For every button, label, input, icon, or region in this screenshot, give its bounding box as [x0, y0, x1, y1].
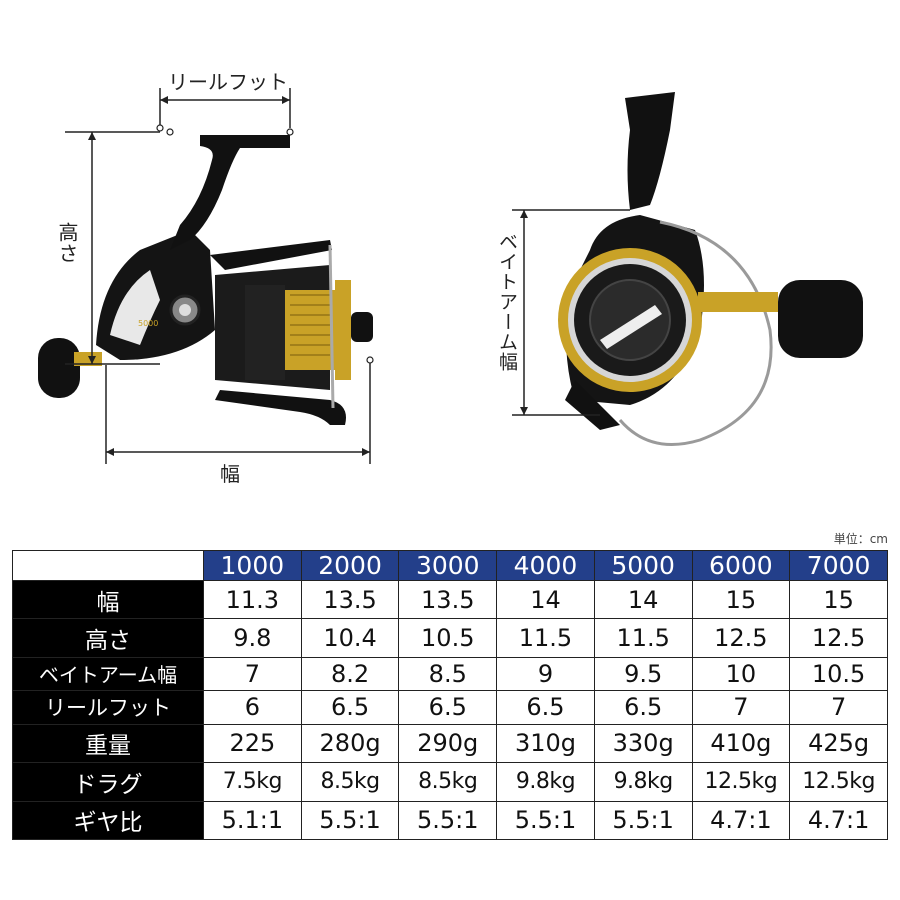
table-cell: 10.5: [789, 656, 888, 691]
front-dimension-lines: [65, 88, 371, 464]
size-header: 3000: [398, 550, 498, 581]
table-cell: 13.5: [300, 579, 400, 620]
table-cell: 330g: [593, 723, 693, 764]
table-cell: 5.1:1: [203, 800, 302, 841]
table-cell: 12.5kg: [691, 762, 791, 802]
table-cell: 6.5: [398, 689, 498, 725]
table-cell: 8.2: [300, 656, 400, 691]
table-corner-cell: [12, 550, 204, 581]
front-view-reel-illustration: 5000: [38, 88, 374, 464]
spec-table: 1000 2000 3000 4000 5000 6000 7000 幅 11.…: [12, 550, 888, 841]
table-row: ギヤ比 5.1:1 5.5:1 5.5:1 5.5:1 5.5:1 4.7:1 …: [12, 800, 888, 841]
row-label: ベイトアーム幅: [12, 656, 204, 691]
table-cell: 4.7:1: [691, 800, 791, 841]
bail-arm-width-label: ベイトアーム幅: [495, 232, 518, 372]
row-label: 重量: [12, 723, 204, 764]
table-cell: 7: [203, 656, 302, 691]
table-cell: 12.5: [789, 618, 888, 658]
height-label: 高さ: [55, 222, 79, 264]
table-cell: 280g: [300, 723, 400, 764]
table-cell: 6.5: [593, 689, 693, 725]
width-label: 幅: [220, 462, 240, 486]
side-stem: [625, 92, 675, 210]
table-cell: 410g: [691, 723, 791, 764]
table-cell: 5.5:1: [300, 800, 400, 841]
table-cell: 11.5: [496, 618, 595, 658]
table-cell: 13.5: [398, 579, 498, 620]
reel-body: 5000: [96, 230, 215, 360]
table-cell: 5.5:1: [593, 800, 693, 841]
table-cell: 6.5: [300, 689, 400, 725]
table-cell: 14: [593, 579, 693, 620]
size-header: 5000: [593, 550, 693, 581]
table-cell: 425g: [789, 723, 888, 764]
table-cell: 10.5: [398, 618, 498, 658]
size-header-row: 1000 2000 3000 4000 5000 6000 7000: [12, 550, 888, 581]
table-cell: 4.7:1: [789, 800, 888, 841]
unit-note: 単位：cm: [833, 532, 888, 546]
table-cell: 9.8kg: [496, 762, 595, 802]
table-cell: 8.5kg: [398, 762, 498, 802]
handle-knob: [38, 338, 102, 398]
side-dimension-lines: [512, 209, 630, 416]
row-label: ギヤ比: [12, 800, 204, 841]
side-handle: [698, 280, 863, 358]
front-anchor-points: [156, 124, 374, 364]
row-label: 高さ: [12, 618, 204, 658]
side-view-reel-illustration: [512, 92, 863, 446]
table-cell: 9: [496, 656, 595, 691]
row-label: リールフット: [12, 689, 204, 725]
table-row: ドラグ 7.5kg 8.5kg 8.5kg 9.8kg 9.8kg 12.5kg…: [12, 762, 888, 802]
table-row: 重量 225 280g 290g 310g 330g 410g 425g: [12, 723, 888, 764]
table-cell: 310g: [496, 723, 595, 764]
table-cell: 15: [691, 579, 791, 620]
table-cell: 9.8: [203, 618, 302, 658]
size-header: 6000: [691, 550, 791, 581]
table-cell: 7: [789, 689, 888, 725]
table-cell: 9.5: [593, 656, 693, 691]
table-cell: 10.4: [300, 618, 400, 658]
row-label: ドラグ: [12, 762, 204, 802]
front-arrowheads: [88, 96, 370, 456]
side-bail-wire: [618, 220, 773, 446]
table-cell: 14: [496, 579, 595, 620]
table-cell: 6.5: [496, 689, 595, 725]
table-cell: 7: [691, 689, 791, 725]
row-label: 幅: [12, 579, 204, 620]
spool: [215, 265, 373, 390]
table-cell: 6: [203, 689, 302, 725]
table-cell: 15: [789, 579, 888, 620]
table-cell: 8.5kg: [300, 762, 400, 802]
table-cell: 8.5: [398, 656, 498, 691]
reel-badge: 5000: [138, 319, 158, 328]
table-cell: 12.5kg: [789, 762, 888, 802]
table-cell: 5.5:1: [496, 800, 595, 841]
table-cell: 5.5:1: [398, 800, 498, 841]
table-cell: 9.8kg: [593, 762, 693, 802]
size-header: 7000: [789, 550, 888, 581]
table-cell: 225: [203, 723, 302, 764]
table-row: 高さ 9.8 10.4 10.5 11.5 11.5 12.5 12.5: [12, 618, 888, 658]
table-row: リールフット 6 6.5 6.5 6.5 6.5 7 7: [12, 689, 888, 725]
table-cell: 11.5: [593, 618, 693, 658]
table-cell: 290g: [398, 723, 498, 764]
table-cell: 12.5: [691, 618, 791, 658]
table-cell: 7.5kg: [203, 762, 302, 802]
reel-foot-label: リールフット: [168, 70, 288, 94]
table-row: ベイトアーム幅 7 8.2 8.5 9 9.5 10 10.5: [12, 656, 888, 691]
side-rotor: [558, 215, 704, 430]
size-header: 4000: [496, 550, 595, 581]
table-cell: 10: [691, 656, 791, 691]
reel-stem: [170, 135, 290, 250]
table-cell: 11.3: [203, 579, 302, 620]
table-row: 幅 11.3 13.5 13.5 14 14 15 15: [12, 579, 888, 620]
size-header: 1000: [203, 550, 302, 581]
side-arrowheads: [520, 210, 528, 415]
rotor-bail: [210, 240, 346, 425]
size-header: 2000: [300, 550, 400, 581]
